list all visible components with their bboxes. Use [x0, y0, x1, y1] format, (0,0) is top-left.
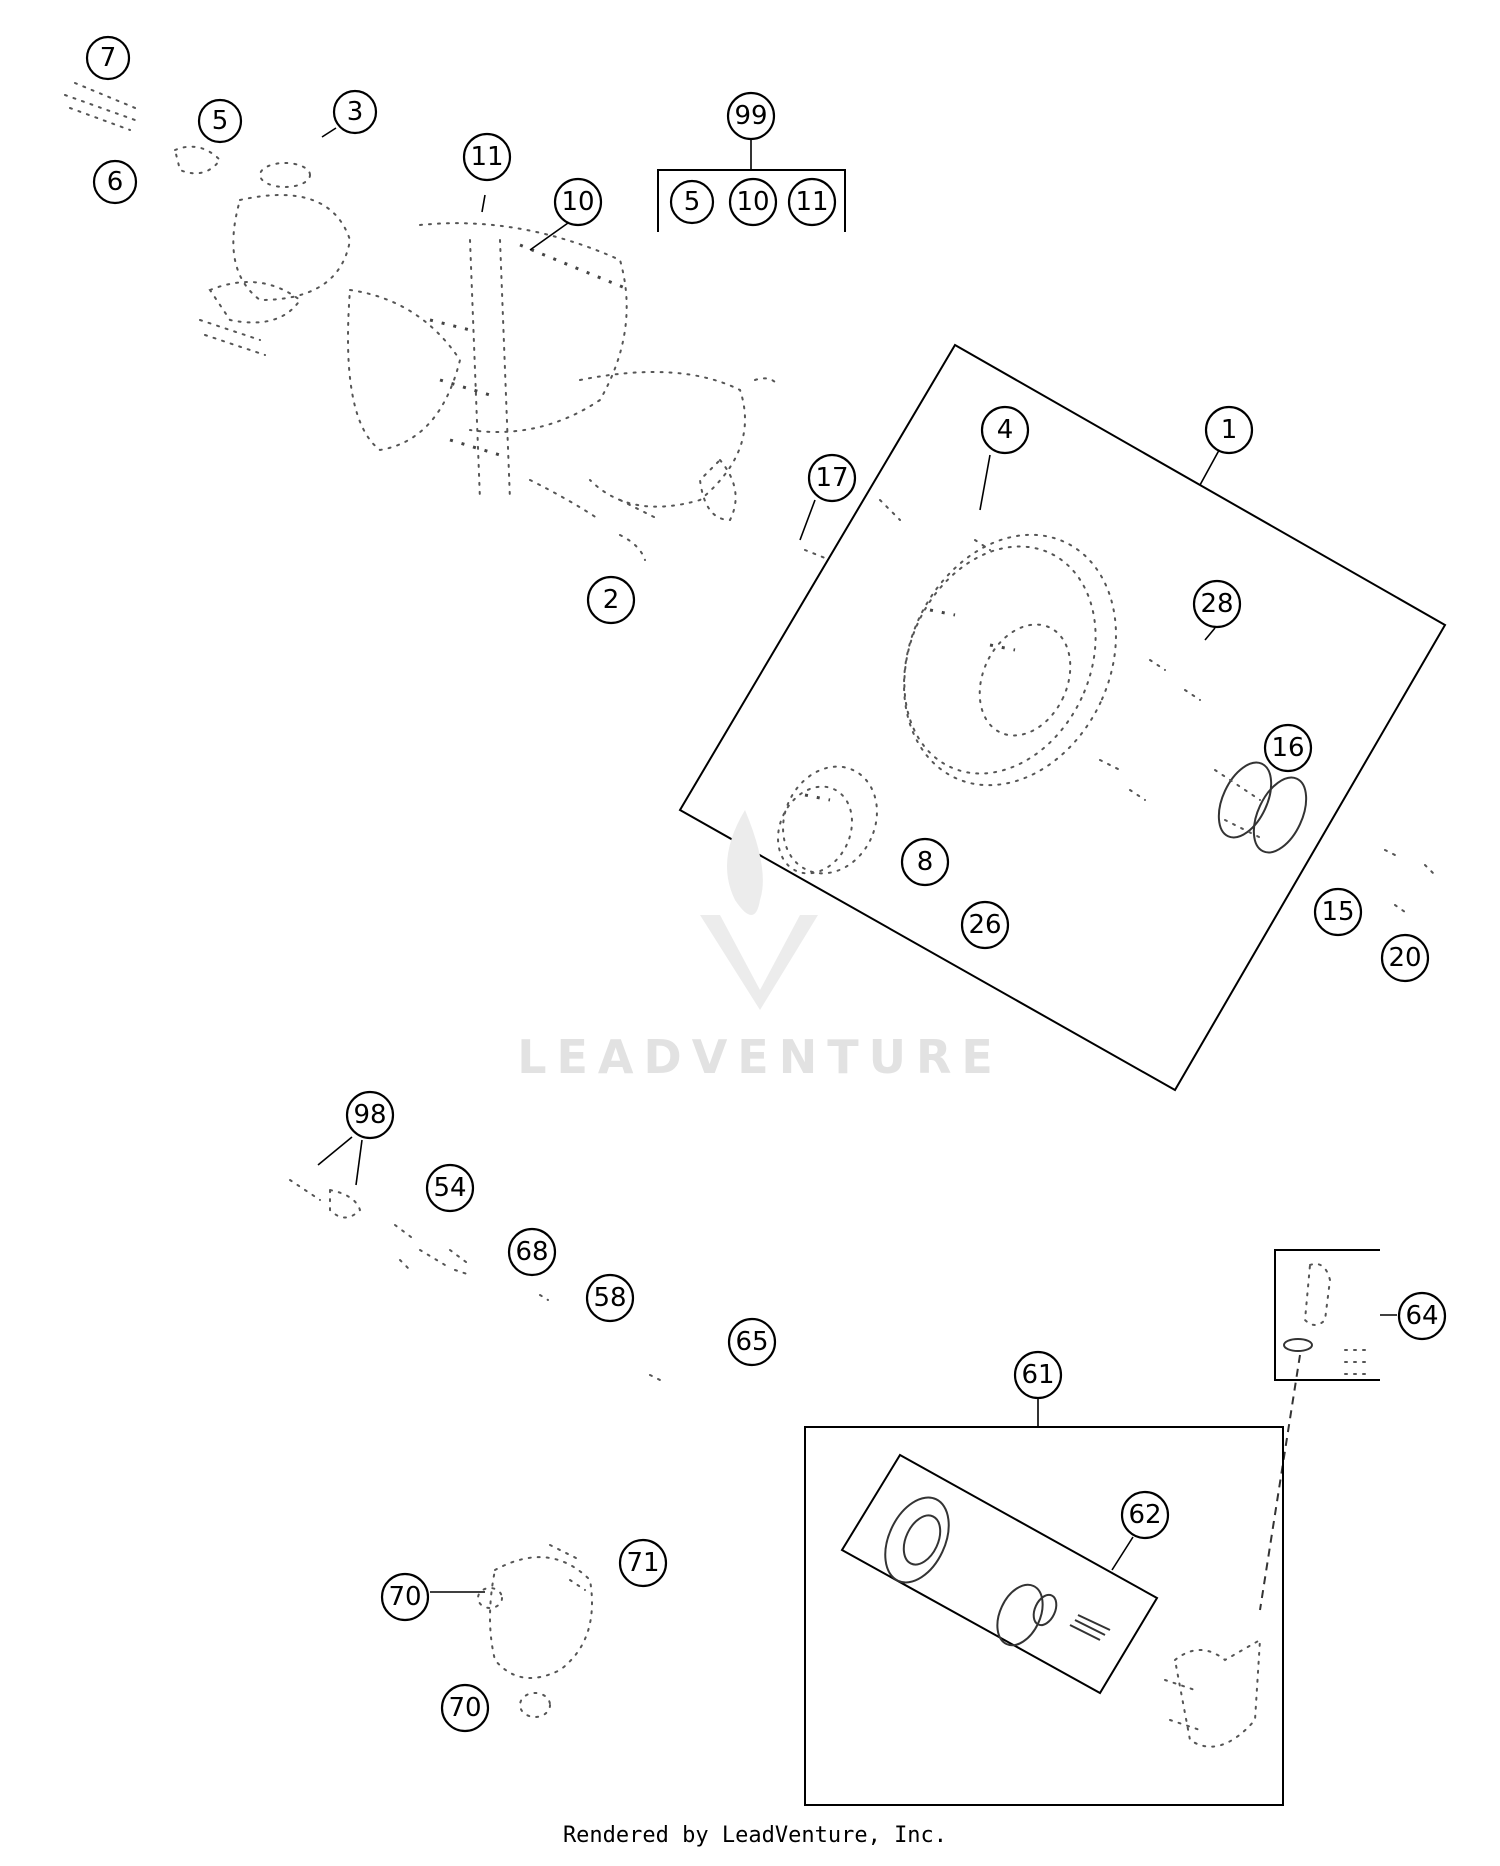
callout-2: 2: [586, 575, 636, 625]
svg-text:10: 10: [561, 187, 594, 217]
svg-text:54: 54: [433, 1173, 466, 1203]
kit-99-item-11: 11: [787, 177, 837, 227]
callout-70-lower: 70: [440, 1683, 490, 1733]
mid-left-small-parts: [289, 1136, 661, 1381]
callout-16: 16: [1263, 723, 1313, 773]
svg-text:1: 1: [1221, 415, 1238, 445]
svg-text:65: 65: [735, 1327, 768, 1357]
kit-99-item-10: 10: [728, 177, 778, 227]
svg-text:68: 68: [515, 1237, 548, 1267]
callout-26: 26: [960, 900, 1010, 950]
svg-text:2: 2: [603, 585, 620, 615]
svg-text:5: 5: [212, 106, 229, 136]
leadventure-watermark-logo: [700, 810, 818, 1010]
kit-99-bracket: [657, 139, 846, 232]
callout-4: 4: [980, 405, 1030, 455]
svg-text:16: 16: [1271, 733, 1304, 763]
svg-text:28: 28: [1200, 589, 1233, 619]
svg-text:7: 7: [100, 43, 117, 73]
large-gear-assembly: [777, 454, 1308, 875]
rendered-by-footer: Rendered by LeadVenture, Inc.: [562, 1823, 948, 1848]
callout-11: 11: [462, 132, 512, 182]
svg-text:61: 61: [1021, 1360, 1054, 1390]
svg-text:70: 70: [448, 1693, 481, 1723]
callout-17: 17: [807, 453, 857, 503]
callout-65: 65: [727, 1317, 777, 1367]
callout-3: 3: [332, 89, 378, 135]
svg-text:62: 62: [1128, 1500, 1161, 1530]
svg-text:20: 20: [1388, 943, 1421, 973]
svg-text:26: 26: [968, 910, 1001, 940]
main-kit-1-frame: [678, 343, 1447, 1092]
upper-left-shaft-assembly: [64, 82, 779, 561]
kit-64-bracket: [1259, 1249, 1397, 1611]
callout-70-upper: 70: [380, 1572, 430, 1622]
svg-text:70: 70: [388, 1582, 421, 1612]
leadventure-watermark-text: LEADVENTURE: [517, 1030, 1003, 1084]
callout-61: 61: [1013, 1350, 1063, 1400]
svg-text:71: 71: [626, 1548, 659, 1578]
svg-text:17: 17: [815, 463, 848, 493]
svg-text:6: 6: [107, 167, 124, 197]
callout-58: 58: [585, 1273, 635, 1323]
callout-98: 98: [345, 1090, 395, 1140]
svg-text:99: 99: [734, 101, 767, 131]
kit-61-frame: [804, 1399, 1284, 1806]
svg-text:5: 5: [684, 187, 701, 217]
callout-6: 6: [92, 159, 138, 205]
right-small-parts: [1384, 849, 1436, 913]
callout-10: 10: [553, 177, 603, 227]
callout-71: 71: [618, 1538, 668, 1588]
svg-text:64: 64: [1405, 1301, 1438, 1331]
callout-68: 68: [507, 1227, 557, 1277]
svg-text:4: 4: [997, 415, 1014, 445]
callout-15: 15: [1313, 887, 1363, 937]
callout-8: 8: [900, 837, 950, 887]
lower-left-cover: [430, 1544, 593, 1718]
svg-text:8: 8: [917, 847, 934, 877]
callout-64: 64: [1397, 1291, 1447, 1341]
svg-text:11: 11: [470, 142, 503, 172]
svg-text:3: 3: [347, 97, 364, 127]
svg-text:98: 98: [353, 1100, 386, 1130]
svg-text:11: 11: [795, 187, 828, 217]
callout-62: 62: [1120, 1490, 1170, 1540]
callout-20: 20: [1380, 933, 1430, 983]
callout-99: 99: [726, 91, 776, 141]
callout-7: 7: [85, 35, 131, 81]
svg-text:58: 58: [593, 1283, 626, 1313]
svg-text:15: 15: [1321, 897, 1354, 927]
svg-text:10: 10: [736, 187, 769, 217]
callout-1: 1: [1204, 405, 1254, 455]
kit-99-item-5: 5: [669, 179, 715, 225]
callout-28: 28: [1192, 579, 1242, 629]
callout-54: 54: [425, 1163, 475, 1213]
callout-5: 5: [197, 98, 243, 144]
